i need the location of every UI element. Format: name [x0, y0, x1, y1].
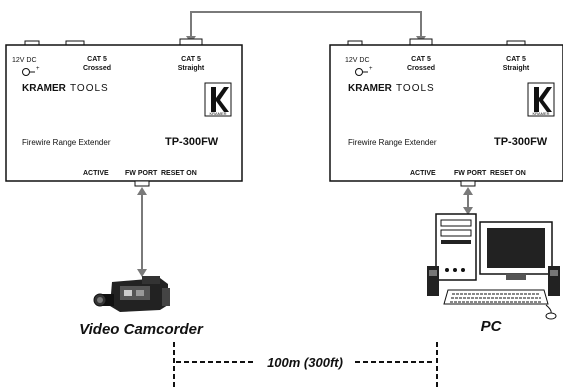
cat5-crossed-line2: Crossed — [83, 65, 111, 72]
product-name: Firewire Range Extender — [22, 138, 111, 147]
model-name: TP-300FW — [494, 136, 548, 148]
fw-port-label: FW PORT — [125, 170, 158, 177]
brand: KRAMER — [348, 83, 393, 94]
power-label: 12V DC — [12, 57, 37, 64]
active-label: ACTIVE — [83, 170, 109, 177]
kramer-logo-icon: KRAMER — [204, 82, 232, 117]
logo-text: KRAMER — [209, 111, 226, 116]
brand-suffix: TOOLS — [396, 83, 435, 94]
firewire-cable-right — [463, 187, 473, 215]
left-extender-unit: 12V DC + CAT 5 Crossed CAT 5 Straight KR… — [5, 38, 243, 187]
cat5-straight-line2: Straight — [503, 65, 530, 72]
cat5-straight-line1: CAT 5 — [181, 56, 201, 63]
camcorder-icon — [93, 276, 170, 312]
product-name: Firewire Range Extender — [348, 138, 437, 147]
brand-suffix: TOOLS — [70, 83, 109, 94]
model-name: TP-300FW — [165, 136, 219, 148]
svg-text:+: + — [369, 66, 373, 72]
power-label: 12V DC — [345, 57, 370, 64]
cat5-crossed-line1: CAT 5 — [411, 56, 431, 63]
cat5-straight-line2: Straight — [178, 65, 205, 72]
distance-indicator — [173, 342, 438, 387]
cat5-crossed-line2: Crossed — [407, 65, 435, 72]
svg-text:+: + — [36, 66, 40, 72]
reset-on-label: RESET ON — [161, 170, 197, 177]
cat5-straight-line1: CAT 5 — [506, 56, 526, 63]
cat5-link-cable — [190, 11, 422, 42]
distance-label: 100m (300ft) — [267, 355, 343, 370]
pc-icon — [427, 213, 560, 320]
brand: KRAMER — [22, 83, 67, 94]
logo-text: KRAMER — [532, 111, 549, 116]
firewire-cable-left — [137, 187, 147, 277]
reset-on-label: RESET ON — [490, 170, 526, 177]
fw-port-label: FW PORT — [454, 170, 487, 177]
kramer-logo-icon: KRAMER — [527, 82, 555, 117]
cat5-crossed-line1: CAT 5 — [87, 56, 107, 63]
pc-label: PC — [481, 318, 503, 335]
active-label: ACTIVE — [410, 170, 436, 177]
right-extender-unit: 12V DC + CAT 5 Crossed CAT 5 Straight KR… — [329, 38, 563, 187]
camcorder-label: Video Camcorder — [79, 321, 204, 338]
